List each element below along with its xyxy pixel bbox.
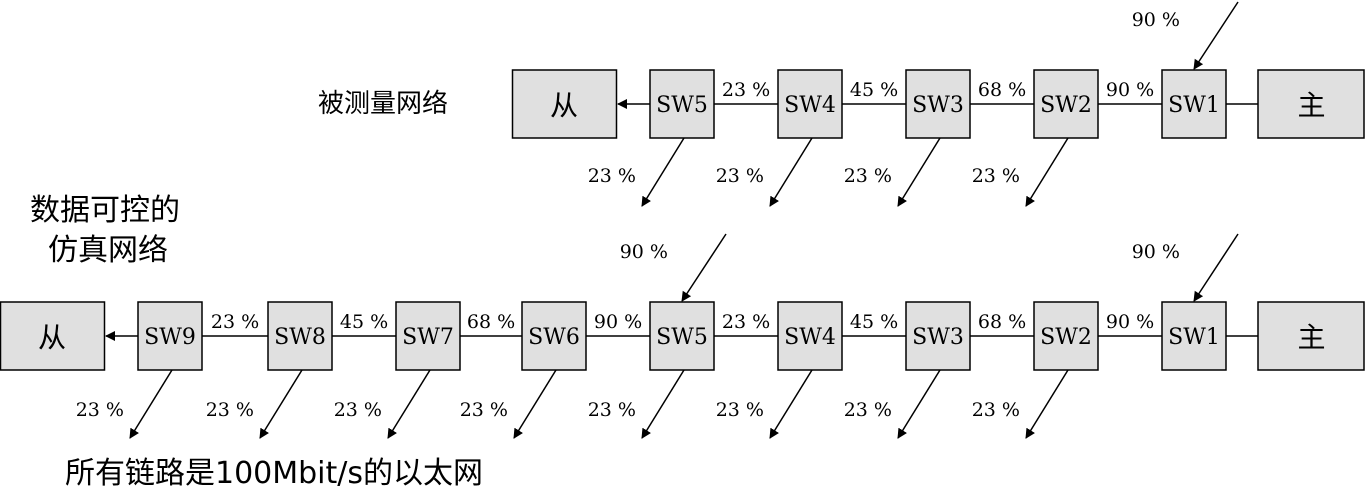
measured-switch-label: SW2 <box>1040 93 1092 118</box>
simulation-network-label-line1: 数据可控的 <box>30 193 180 228</box>
simulated-switch-label: SW8 <box>274 325 326 350</box>
simulated-switch-sw7 <box>395 301 461 371</box>
simulated-link-load-label: 23 % <box>211 311 259 333</box>
measured-outgoing-arrow <box>897 137 941 207</box>
measured-outgoing-load-label: 23 % <box>972 165 1020 187</box>
simulated-switch-sw2 <box>1033 301 1099 371</box>
simulated-slave-node <box>0 301 106 371</box>
simulated-link-load-label: 23 % <box>722 311 770 333</box>
measured-master-node <box>1257 69 1365 139</box>
simulated-link-load-label: 68 % <box>467 311 515 333</box>
measured-switch-label: SW4 <box>784 93 836 118</box>
measured-slave-node <box>511 69 618 139</box>
simulated-outgoing-arrow <box>897 369 941 439</box>
measured-incoming-arrow <box>1193 1 1239 70</box>
simulated-switch-label: SW5 <box>656 325 708 350</box>
simulated-switch-sw3 <box>905 301 971 371</box>
simulated-outgoing-arrow <box>1025 369 1069 439</box>
simulated-link-load-label: 68 % <box>978 311 1026 333</box>
simulated-outgoing-load-label: 23 % <box>972 399 1020 421</box>
simulated-switch-sw4 <box>777 301 843 371</box>
measured-outgoing-load-label: 23 % <box>844 165 892 187</box>
simulated-switch-sw1 <box>1161 301 1227 371</box>
simulated-outgoing-arrow <box>769 369 813 439</box>
simulated-outgoing-arrow <box>513 369 557 439</box>
measured-link-load-label: 23 % <box>722 79 770 101</box>
simulated-switch-label: SW1 <box>1168 325 1220 350</box>
simulated-outgoing-load-label: 23 % <box>460 399 508 421</box>
simulated-switch-label: SW9 <box>144 325 196 350</box>
measured-link-load-label: 68 % <box>978 79 1026 101</box>
measured-network-label: 被测量网络 <box>318 89 449 119</box>
simulated-outgoing-load-label: 23 % <box>588 399 636 421</box>
simulated-outgoing-load-label: 23 % <box>716 399 764 421</box>
footer-link-note: 所有链路是100Mbit/s的以太网 <box>65 456 484 491</box>
simulated-switch-label: SW6 <box>528 325 580 350</box>
simulated-switch-label: SW3 <box>912 325 964 350</box>
measured-switch-label: SW5 <box>656 93 708 118</box>
simulated-outgoing-load-label: 23 % <box>844 399 892 421</box>
measured-switch-sw2 <box>1033 69 1099 139</box>
simulated-outgoing-load-label: 23 % <box>334 399 382 421</box>
measured-switch-label: SW3 <box>912 93 964 118</box>
measured-incoming-load-label: 90 % <box>1132 9 1180 31</box>
simulated-outgoing-arrow <box>387 369 431 439</box>
simulated-outgoing-arrow <box>259 369 303 439</box>
measured-link-load-label: 45 % <box>850 79 898 101</box>
simulated-switch-label: SW7 <box>402 325 454 350</box>
simulated-outgoing-load-label: 23 % <box>206 399 254 421</box>
simulated-switch-label: SW2 <box>1040 325 1092 350</box>
measured-slave-label: 从 <box>550 89 578 122</box>
measured-switch-sw1 <box>1161 69 1227 139</box>
measured-outgoing-arrow <box>769 137 813 207</box>
simulated-link-load-label: 90 % <box>594 311 642 333</box>
simulated-incoming-arrow <box>1193 233 1239 302</box>
simulated-link-load-label: 45 % <box>850 311 898 333</box>
measured-outgoing-load-label: 23 % <box>588 165 636 187</box>
simulated-link-load-label: 45 % <box>340 311 388 333</box>
simulated-incoming-load-label: 90 % <box>620 241 668 263</box>
measured-switch-sw5 <box>649 69 715 139</box>
measured-outgoing-arrow <box>1025 137 1069 207</box>
simulation-network-label-line2: 仿真网络 <box>48 233 168 268</box>
simulated-outgoing-load-label: 23 % <box>76 399 124 421</box>
measured-outgoing-arrow <box>641 137 685 207</box>
simulated-master-label: 主 <box>1297 321 1325 354</box>
simulated-switch-sw5 <box>649 301 715 371</box>
simulated-slave-label: 从 <box>38 321 66 354</box>
simulated-switch-sw8 <box>267 301 333 371</box>
simulated-switch-sw6 <box>521 301 587 371</box>
simulated-outgoing-arrow <box>129 369 173 439</box>
measured-outgoing-load-label: 23 % <box>716 165 764 187</box>
simulated-outgoing-arrow <box>641 369 685 439</box>
measured-switch-label: SW1 <box>1168 93 1220 118</box>
simulated-incoming-arrow <box>681 233 727 302</box>
simulated-master-node <box>1257 301 1365 371</box>
simulated-link-load-label: 90 % <box>1106 311 1154 333</box>
simulated-incoming-load-label: 90 % <box>1132 241 1180 263</box>
simulated-switch-label: SW4 <box>784 325 836 350</box>
measured-link-load-label: 90 % <box>1106 79 1154 101</box>
measured-master-label: 主 <box>1297 89 1325 122</box>
